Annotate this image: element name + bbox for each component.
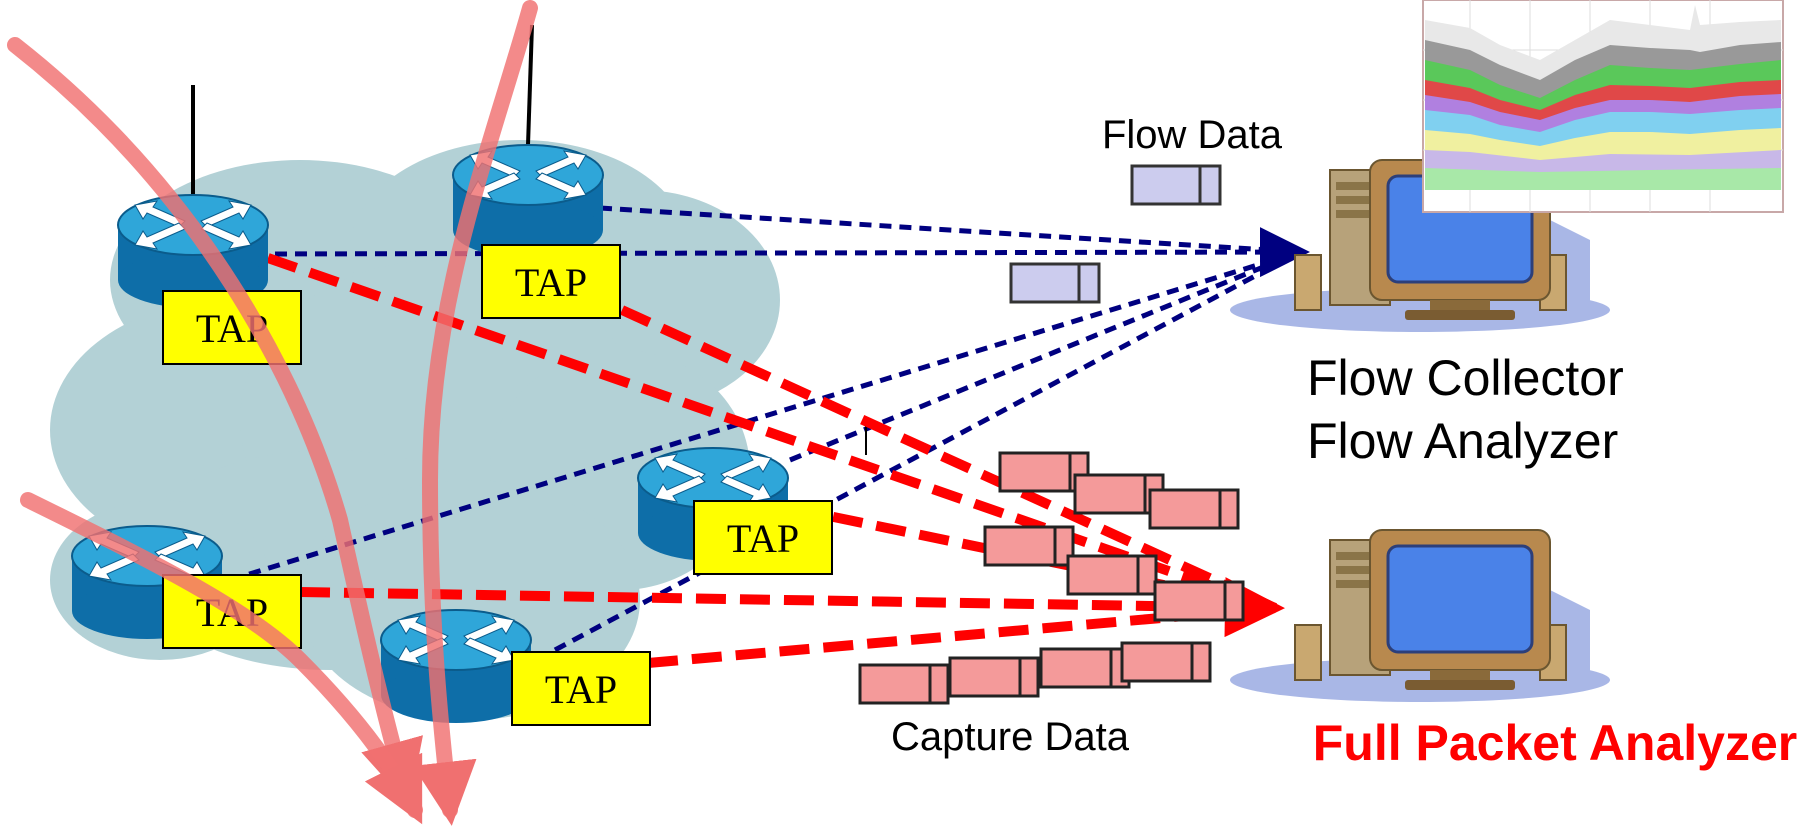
capture-packet-icon xyxy=(1148,488,1240,530)
router-icon xyxy=(380,609,532,724)
tap-label: TAP xyxy=(545,667,617,712)
flow-analyzer-label: Flow Analyzer xyxy=(1307,413,1618,469)
tap-label: TAP xyxy=(727,516,799,561)
flow-data-label: Flow Data xyxy=(1102,113,1283,157)
capture-data-label: Capture Data xyxy=(891,715,1130,759)
capture-packet-icon xyxy=(1039,647,1131,689)
tap-box: TAP xyxy=(511,651,651,726)
flow-collector-label: Flow Collector xyxy=(1307,350,1624,406)
flow-record-icon xyxy=(1009,262,1101,304)
workstation-icon xyxy=(1228,528,1612,704)
tap-box: TAP xyxy=(481,244,621,319)
capture-packet-icon xyxy=(1120,641,1212,683)
tap-box: TAP xyxy=(693,500,833,575)
capture-packet-icon xyxy=(948,656,1040,698)
capture-packet-icon xyxy=(983,525,1075,567)
capture-packet-icon xyxy=(1153,580,1245,622)
traffic-graph-icon xyxy=(1422,0,1784,213)
full-packet-analyzer-label: Full Packet Analyzer xyxy=(1313,715,1797,771)
capture-packet-icon xyxy=(858,663,950,705)
flow-record-icon xyxy=(1130,164,1222,206)
traffic-flow-arrows xyxy=(7,0,538,826)
tap-label: TAP xyxy=(515,260,587,305)
capture-packet-icon xyxy=(1066,554,1158,596)
